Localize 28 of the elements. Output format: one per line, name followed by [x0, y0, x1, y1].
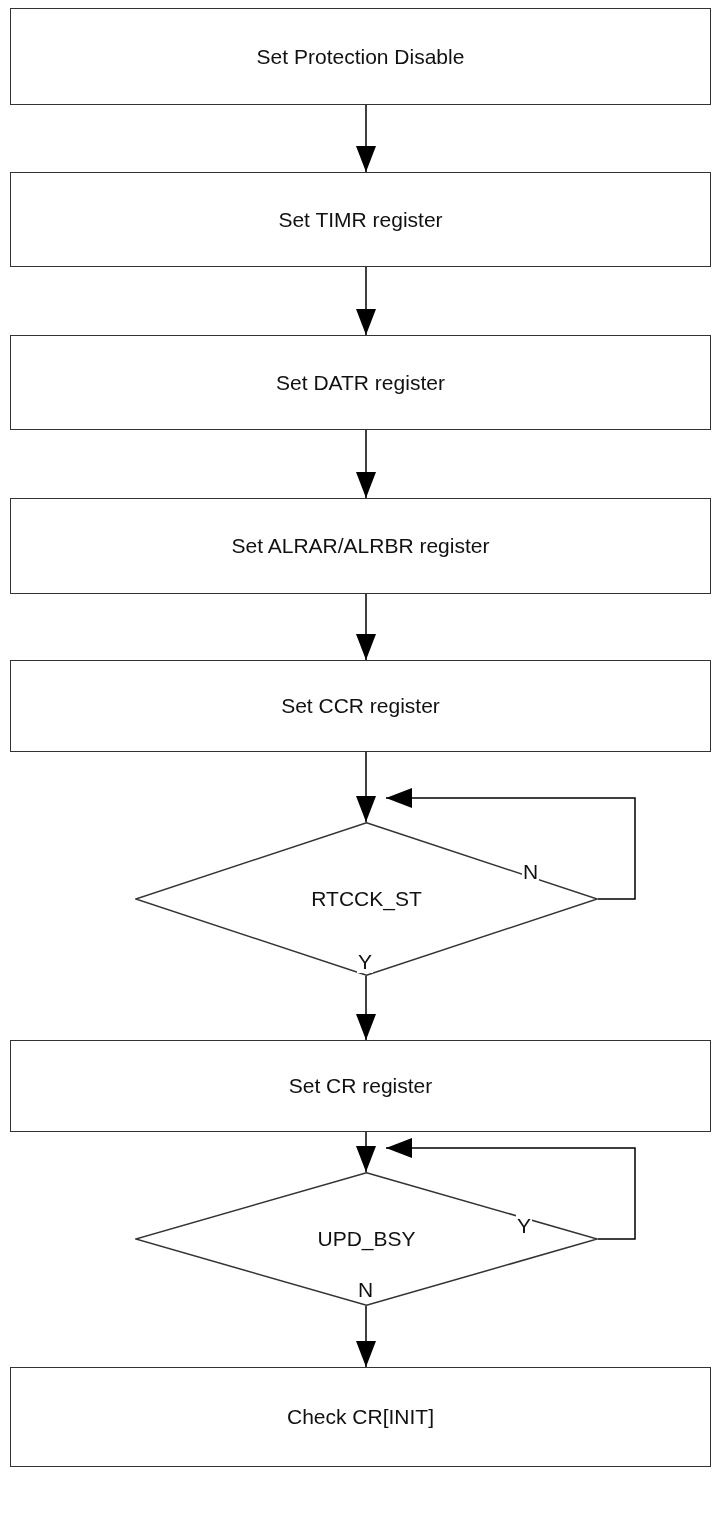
- process-box: [10, 8, 711, 105]
- decision-diamond: [135, 1172, 598, 1306]
- decision-diamond: [135, 822, 598, 976]
- arrow: [385, 788, 636, 900]
- process-box: [10, 172, 711, 267]
- arrow: [356, 751, 376, 823]
- process-box: [10, 498, 711, 594]
- step-text: Set Protection Disable: [256, 44, 465, 69]
- step-text: Set CR register: [288, 1074, 433, 1098]
- step-text: Set TIMR register: [278, 207, 443, 232]
- process-box: [10, 660, 711, 752]
- process-box: [10, 335, 711, 430]
- process-box: [10, 1367, 711, 1467]
- step-text: Set CCR register: [281, 694, 440, 718]
- arrow: [356, 104, 376, 173]
- arrow: [356, 1131, 376, 1173]
- step-text: RTCCK_ST: [311, 887, 422, 911]
- process-box: [10, 1040, 711, 1132]
- step-text: Check CR[INIT]: [287, 1405, 434, 1429]
- arrow: [356, 266, 376, 336]
- step-text: Set DATR register: [276, 370, 445, 395]
- arrow: [385, 1138, 636, 1240]
- step-text: Set ALRAR/ALRBR register: [231, 534, 490, 558]
- arrow: [356, 429, 376, 499]
- arrow: [356, 1305, 376, 1368]
- arrow: [356, 593, 376, 661]
- arrow: [356, 975, 376, 1041]
- step-text: UPD_BSY: [317, 1227, 416, 1251]
